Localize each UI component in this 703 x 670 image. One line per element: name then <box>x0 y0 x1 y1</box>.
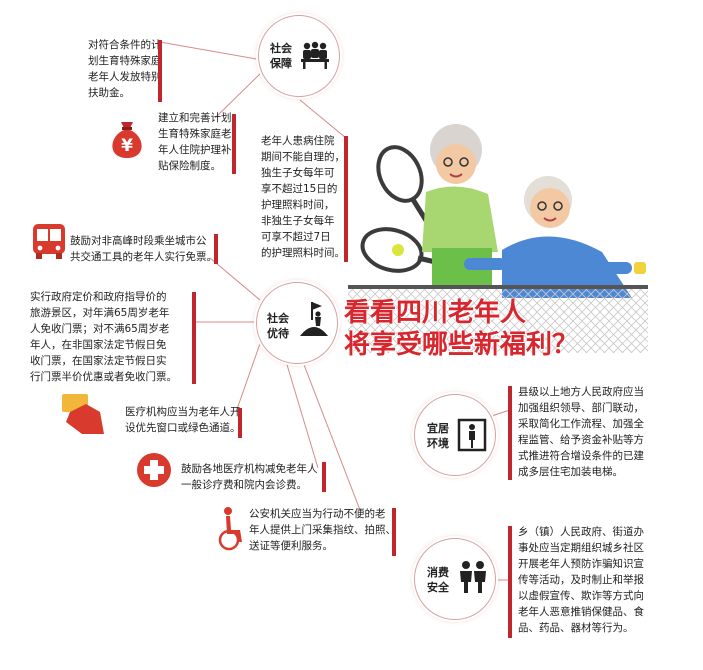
elderly-tennis-illustration <box>360 124 646 298</box>
ticket-hand-icon <box>62 394 104 434</box>
elevator-text: 县级以上地方人民政府应当 加强组织领导、部门联动， 采取简化工作流程、加强全 程… <box>518 386 644 478</box>
page-title-line2: 将享受哪些新福利？ <box>344 330 579 360</box>
summit-flag-icon <box>300 302 328 336</box>
police-service-text: 公安机关应当为行动不便的老 年人提供上门采集指纹、拍照、 送证等便利服务。 <box>249 508 396 552</box>
money-bag-symbol: ¥ <box>121 136 133 156</box>
accent-bar <box>214 234 218 264</box>
accent-bar <box>508 526 512 638</box>
medical-cross-icon <box>137 453 171 487</box>
social-security-label: 社会 保障 <box>270 42 292 70</box>
priority-window-text: 医疗机构应当为老年人开 设优先窗口或绿色通道。 <box>125 406 241 434</box>
accent-bar <box>158 40 162 102</box>
wheelchair-icon <box>218 507 242 551</box>
free-bus-text: 鼓励对非高峰时段乘坐城市公 共交通工具的老年人实行免票。 <box>70 235 217 263</box>
accent-bar <box>322 462 326 492</box>
accent-bar <box>232 114 236 174</box>
accent-bar <box>508 386 512 480</box>
livable-environment-circle <box>414 394 496 476</box>
accent-bar <box>238 408 242 438</box>
money-bag-icon: ¥ <box>112 122 142 158</box>
tennis-ball-icon <box>392 244 404 256</box>
consumer-safety-label: 消费 安全 <box>427 566 449 594</box>
scenic-tickets-text: 实行政府定价和政府指导价的 旅游景区，对年满65周岁老年 人免收门票；对不满65… <box>30 291 177 383</box>
livable-environment-label: 宜居 环境 <box>427 422 449 450</box>
elevator-icon <box>457 418 487 452</box>
bus-icon <box>33 224 65 259</box>
meeting-people-icon <box>301 41 329 69</box>
accent-bar <box>392 508 396 556</box>
social-preferential-label: 社会 优待 <box>267 312 289 340</box>
anti-fraud-text: 乡（镇）人民政府、街道办 事处应当定期组织城乡社区 开展老年人预防诈骗知识宣 传… <box>518 526 644 634</box>
special-family-subsidy-text: 对符合条件的计 划生育特殊家庭 老年人发放特别 扶助金。 <box>88 39 162 99</box>
accent-bar <box>344 136 348 262</box>
nursing-leave-text: 老年人患病住院 期间不能自理的， 独生子女每年可 享不超过15日的 护理照料时间… <box>261 135 345 259</box>
two-people-icon <box>460 561 486 593</box>
page-title-line1: 看看四川老年人 <box>344 298 527 328</box>
free-clinic-text: 鼓励各地医疗机构减免老年人 一般诊疗费和院内会诊费。 <box>181 463 318 491</box>
hospital-insurance-text: 建立和完善计划 生育特殊家庭老 年人住院护理补 贴保险制度。 <box>158 112 232 172</box>
accent-bar <box>192 292 196 384</box>
tennis-net <box>348 285 648 353</box>
social-preferential-circle <box>256 282 338 364</box>
